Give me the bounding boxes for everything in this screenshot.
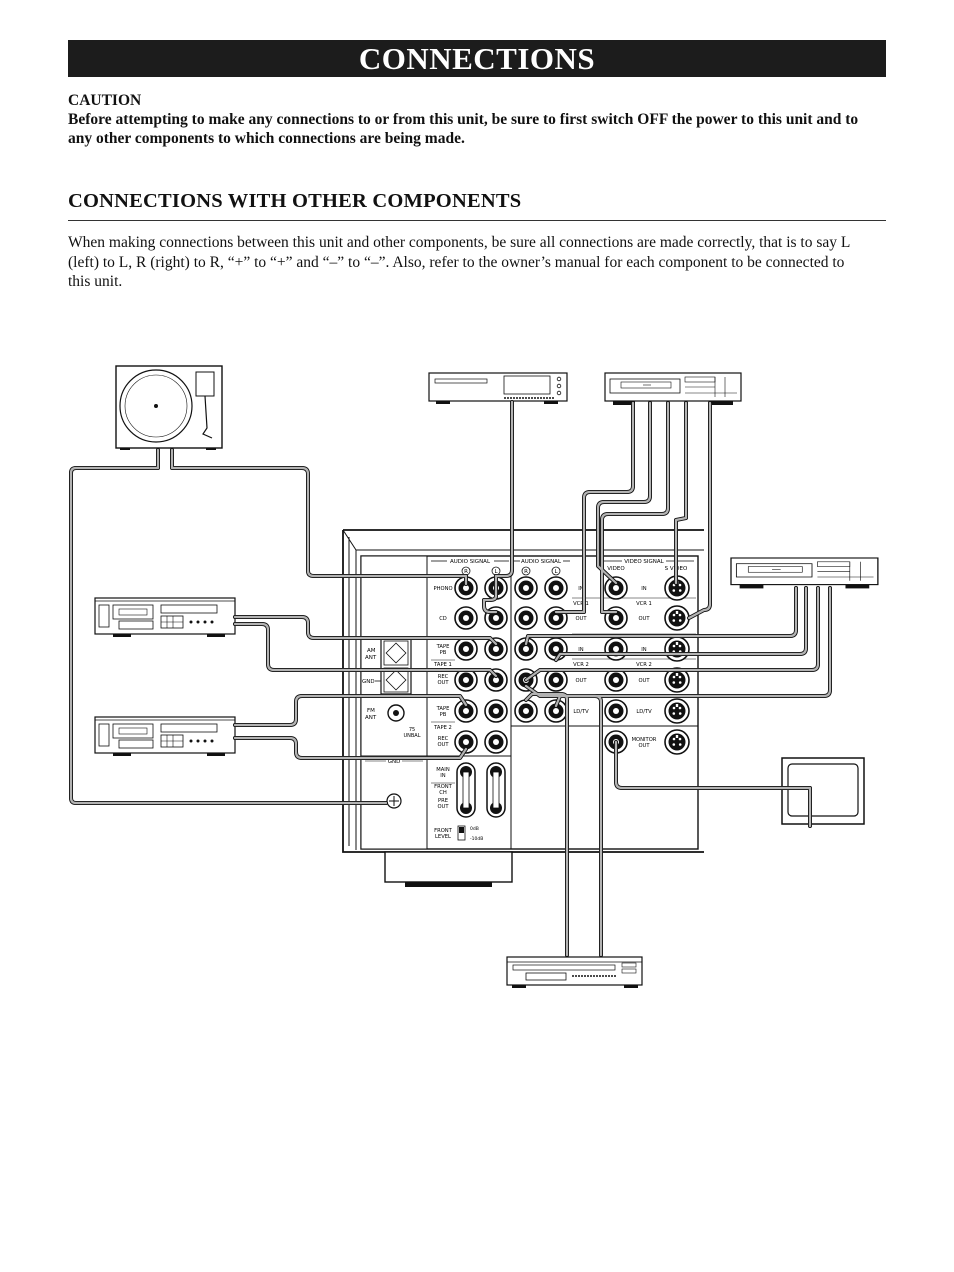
label-sv-vcr2-out: OUT xyxy=(638,678,650,684)
label-tape1-pb-a: TAPE xyxy=(436,644,450,650)
label-vcr2: VCR 2 xyxy=(573,662,589,668)
label-sv-vcr1-out: OUT xyxy=(638,616,650,622)
label-r-2: R xyxy=(524,569,528,575)
label-sv-vcr2: VCR 2 xyxy=(636,662,652,668)
section-heading: CONNECTIONS WITH OTHER COMPONENTS xyxy=(68,190,886,221)
label-pre-out-a: PRE xyxy=(438,798,448,804)
label-tape2-pb-a: TAPE xyxy=(436,706,450,712)
label-tape1: TAPE 1 xyxy=(433,662,452,668)
intro-paragraph: When making connections between this uni… xyxy=(68,234,850,290)
turntable xyxy=(115,365,223,450)
label-front-level-a: FRONT xyxy=(434,828,453,834)
vcr-1 xyxy=(604,372,742,406)
label-audio-signal-1: AUDIO SIGNAL xyxy=(450,559,491,565)
label-am-ant-a: AM xyxy=(367,648,376,654)
label-front-ch-a: FRONT xyxy=(434,784,453,790)
label-audio-signal-2: AUDIO SIGNAL xyxy=(521,559,562,565)
label-sv-ldtv: LD/TV xyxy=(636,709,652,715)
label-tape1-rec-b: OUT xyxy=(437,680,449,686)
label-unbal: UNBAL xyxy=(403,733,420,739)
amplifier-rear-panel: AUDIO SIGNAL AUDIO SIGNAL VIDEO SIGNAL R… xyxy=(342,529,704,887)
label-tape2: TAPE 2 xyxy=(433,725,452,731)
page-title: CONNECTIONS xyxy=(68,40,886,77)
label-sv-vcr1-in: IN xyxy=(641,586,647,592)
label-pre-out-b: OUT xyxy=(437,804,449,810)
caution-block: CAUTION Before attempting to make any co… xyxy=(68,91,886,148)
label-tape2-rec-b: OUT xyxy=(437,742,449,748)
label-0db: 0dB xyxy=(470,826,479,832)
label-main-in-a: MAIN xyxy=(436,767,450,773)
label-l-1: L xyxy=(494,569,498,575)
label-gnd: GND xyxy=(388,759,401,765)
label-video-signal: VIDEO SIGNAL xyxy=(624,559,664,565)
label-monitor-out-b: OUT xyxy=(638,743,650,749)
label-vcr1: VCR 1 xyxy=(573,601,589,607)
label-phono: PHONO xyxy=(433,586,452,592)
label-minus-10db: -10dB xyxy=(470,836,483,842)
label-gnd-ant: GND xyxy=(362,679,375,685)
cassette-deck-2 xyxy=(94,716,236,757)
label-tape2-pb-b: PB xyxy=(440,712,447,718)
label-tape1-rec-a: REC xyxy=(438,674,449,680)
label-75: 75 xyxy=(409,727,415,733)
label-front-ch-b: CH xyxy=(439,790,447,796)
cables xyxy=(69,400,832,957)
label-tape1-pb-b: PB xyxy=(440,650,447,656)
label-cd: CD xyxy=(439,616,447,622)
caution-text: Before attempting to make any connection… xyxy=(68,111,859,147)
label-sv-vcr1: VCR 1 xyxy=(636,601,652,607)
label-monitor-out-a: MONITOR xyxy=(632,737,657,743)
label-main-in-b: IN xyxy=(440,773,446,779)
label-am-ant-b: ANT xyxy=(365,655,377,661)
label-fm-ant-a: FM xyxy=(367,708,375,714)
label-vcr2-out: OUT xyxy=(575,678,587,684)
label-tape2-rec-a: REC xyxy=(438,736,449,742)
label-vcr1-out: OUT xyxy=(575,616,587,622)
label-r-1: R xyxy=(464,569,468,575)
tv-monitor xyxy=(781,757,865,825)
label-fm-ant-b: ANT xyxy=(365,715,377,721)
vcr-2 xyxy=(730,557,879,590)
label-vcr1-in: IN xyxy=(578,586,584,592)
label-ldtv-audio: LD/TV xyxy=(573,709,589,715)
caution-heading: CAUTION xyxy=(68,92,142,109)
label-front-level-b: LEVEL xyxy=(435,834,451,840)
label-sv-vcr2-in: IN xyxy=(641,647,647,653)
label-video-column: VIDEO xyxy=(607,566,625,572)
label-vcr2-in: IN xyxy=(578,647,584,653)
cassette-deck-1 xyxy=(94,597,236,638)
ld-player xyxy=(506,956,643,988)
cd-player xyxy=(428,372,568,404)
label-l-2: L xyxy=(554,569,558,575)
